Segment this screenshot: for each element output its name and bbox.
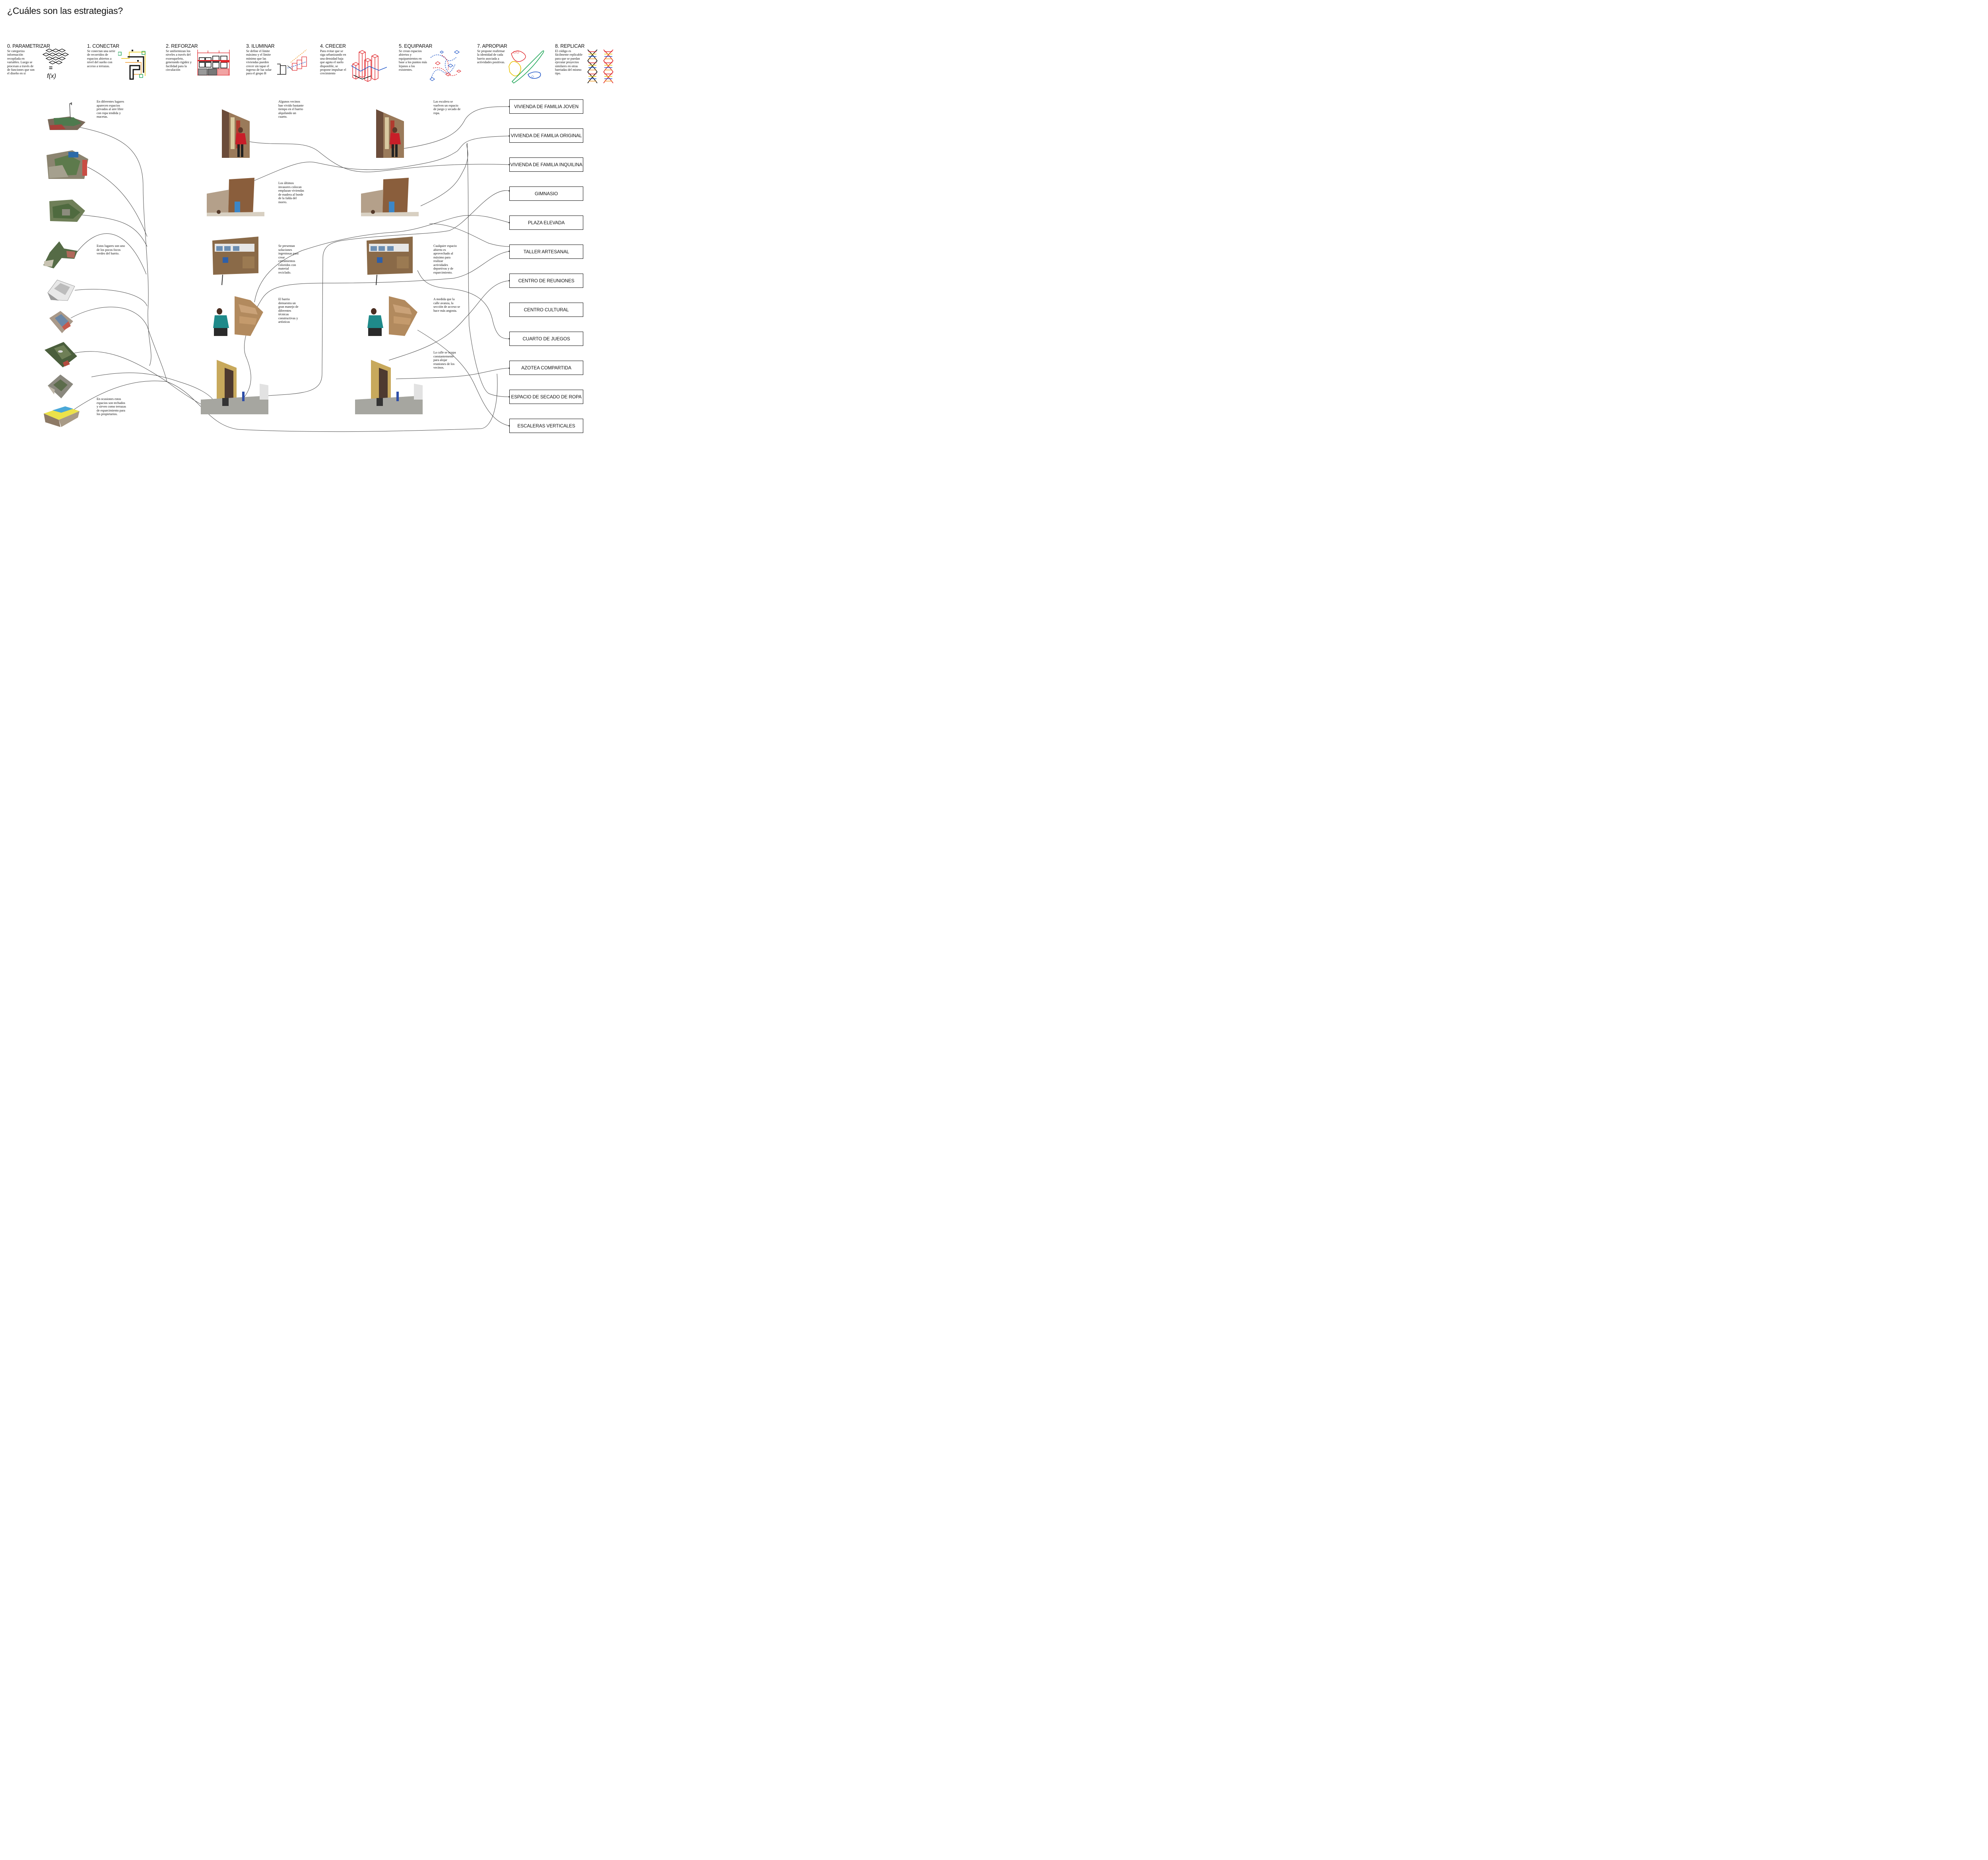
strategy-equiparar: 5. EQUIPARAR Se crean espacios abiertos … — [399, 43, 472, 87]
strategy-replicar: 8. REPLICAR El código es fácilmente repl… — [555, 43, 629, 87]
strategy-title: 0. PARAMETRIZAR — [7, 43, 50, 49]
strategy-desc: Se crean espacios abiertos y equipamient… — [399, 49, 427, 72]
photo-terrace-plants — [47, 150, 88, 179]
strategy-title: 8. REPLICAR — [555, 43, 585, 49]
photo-terrace-corner — [48, 375, 73, 398]
strategy-desc: Se propone reafirmar la identidad de cad… — [477, 49, 505, 64]
program-escaleras-verticales: ESCALERAS VERTICALES — [509, 419, 583, 433]
photo-wood-house-b — [361, 178, 419, 216]
note-stairs: Las escalera se vuelven un espacio de ju… — [433, 100, 461, 115]
strategy-title: 1. CONECTAR — [87, 43, 119, 49]
connect-paths-icon — [118, 50, 146, 80]
formula-equals: = — [49, 65, 53, 72]
svg-text:⚇⚇: ⚇⚇ — [513, 51, 519, 55]
program-vivienda-familia-inquilina: VIVIENDA DE FAMILIA INQUILINA — [509, 157, 583, 172]
note-techniques: El barrio demuestra un gran manejo de di… — [278, 297, 299, 324]
strategy-desc: Se define el límite máximo y el límite m… — [246, 49, 272, 76]
photo-colored-enclosure-b — [367, 237, 413, 285]
formula-fx: f(x) — [47, 73, 56, 80]
photo-rooftop-blue — [49, 311, 73, 333]
program-centro-reuniones: CENTRO DE REUNIONES — [509, 274, 583, 288]
program-vivienda-familia-original: VIVIENDA DE FAMILIA ORIGINAL — [509, 128, 583, 143]
note-narrow-access: A medida que la calle avanza, la sección… — [433, 297, 460, 313]
program-cuarto-juegos: CUARTO DE JUEGOS — [509, 332, 583, 346]
photo-green-focus — [43, 241, 78, 268]
photo-garden-area — [45, 342, 77, 367]
program-taller-artesanal: TALLER ARTESANAL — [509, 245, 583, 259]
program-plaza-elevada: PLAZA ELEVADA — [509, 216, 583, 230]
strategy-iluminar: 3. ILUMINAR Se define el límite máximo y… — [246, 43, 320, 87]
reinforce-grid-icon — [197, 50, 230, 76]
strategy-desc: Se uniformizan los niveles a través del … — [166, 49, 192, 72]
note-enclosures: Se presentan soluciones ingeniosas para … — [278, 244, 299, 274]
strategy-title: 4. CRECER — [320, 43, 346, 49]
note-covered-terraces: En ocasiones estos espacios son techados… — [97, 397, 126, 416]
note-open-space: Cualquier espacio abierto es aprovechado… — [433, 244, 457, 274]
note-street-meetings: La calle se ocupa constantemente para al… — [433, 351, 456, 369]
photo-man-corridor-b — [376, 109, 404, 158]
program-gimnasio: GIMNASIO — [509, 186, 583, 201]
strategy-reforzar: 2. REFORZAR Se uniformizan los niveles a… — [166, 43, 239, 87]
photo-colored-enclosure-a — [212, 237, 258, 285]
strategy-title: 2. REFORZAR — [166, 43, 198, 49]
parametrize-grid-icon — [42, 49, 69, 64]
appropriate-zones-icon: ⚇⚇ ◇ — [509, 50, 544, 84]
photo-man-corridor-a — [222, 109, 250, 158]
strategy-conectar: 1. CONECTAR Se conectan una serie de rec… — [87, 43, 161, 87]
strategy-desc: El código es fácilmente replicable para … — [555, 49, 582, 76]
strategy-title: 3. ILUMINAR — [246, 43, 275, 49]
photo-wood-house-a — [207, 178, 264, 216]
equalize-network-icon — [430, 50, 462, 81]
program-vivienda-familia-joven: VIVIENDA DE FAMILIA JOVEN — [509, 99, 583, 114]
page-title: ¿Cuáles son las estrategias? — [7, 6, 123, 16]
photo-worker-wood-a — [213, 296, 263, 336]
note-green-focus: Estos lugares son uno de los pocos focos… — [97, 244, 125, 255]
photo-narrow-street-b — [355, 360, 423, 414]
strategy-parametrizar: 0. PARAMETRIZAR Se categoriza informació… — [7, 43, 81, 87]
strategy-apropiar: 7. APROPIAR Se propone reafirmar la iden… — [477, 43, 551, 87]
photo-covered-terrace — [47, 280, 75, 301]
strategy-desc: Para evitar que se siga urbanizando en u… — [320, 49, 346, 76]
program-espacio-secado-ropa: ESPACIO DE SECADO DE ROPA — [509, 390, 583, 404]
illuminate-volumes-icon — [277, 49, 307, 75]
note-tenants: Algunos vecinos han vivido bastante tiem… — [278, 100, 304, 118]
note-invaders: Los últimos invasores colocan emplazan v… — [278, 181, 304, 204]
program-centro-cultural: CENTRO CULTURAL — [509, 303, 583, 317]
photo-green-patio — [49, 200, 85, 222]
svg-text:◇: ◇ — [531, 75, 534, 79]
photo-narrow-street-a — [201, 360, 268, 414]
strategy-title: 5. EQUIPARAR — [399, 43, 433, 49]
note-private-spaces: En diferentes lugares aparecen espacios … — [97, 100, 124, 118]
strategy-title: 7. APROPIAR — [477, 43, 507, 49]
strategy-crecer: 4. CRECER Para evitar que se siga urbani… — [320, 43, 394, 87]
photo-colored-canopy — [44, 406, 80, 427]
program-azotea-compartida: AZOTEA COMPARTIDA — [509, 361, 583, 375]
strategy-desc: Se categoriza información recopilada en … — [7, 49, 35, 76]
photo-worker-wood-b — [367, 296, 417, 336]
photo-rooftop-clothesline — [48, 102, 85, 130]
grow-towers-icon — [351, 50, 387, 82]
replicate-dna-icon — [587, 49, 613, 83]
strategy-desc: Se conectan una serie de recorridos de e… — [87, 49, 115, 68]
